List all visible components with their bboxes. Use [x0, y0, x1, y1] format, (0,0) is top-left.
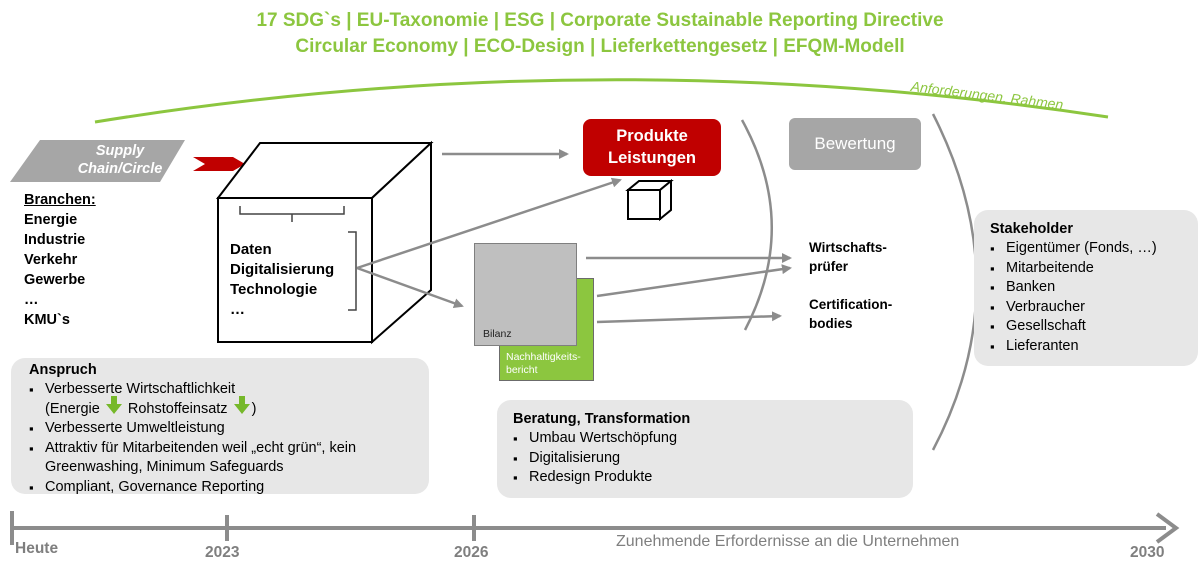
list-item: Verbraucher [990, 298, 1198, 318]
branchen-item: Industrie [24, 232, 86, 248]
curve-left [740, 119, 773, 331]
supply-chain-label-line-1: Supply [95, 143, 145, 159]
list-item: Compliant, Governance Reporting [29, 478, 429, 498]
stakeholder-list: Eigentümer (Fonds, …) Mitarbeitende Bank… [990, 239, 1198, 356]
timeline-arrowhead [1155, 512, 1180, 544]
down-arrow-icon [233, 395, 250, 414]
arrow-bracket-docs [356, 266, 464, 308]
branchen-item: Energie [24, 212, 78, 228]
cb-line-1: Certification- [809, 297, 893, 312]
supply-chain-label-line-2: Chain/Circle [77, 161, 163, 177]
header-line-2: Circular Economy | ECO-Design | Lieferke… [295, 36, 905, 57]
branchen-item: Gewerbe [24, 272, 86, 288]
requirements-arc [94, 78, 1109, 124]
list-item: Verbesserte Umweltleistung [29, 419, 429, 439]
anspruch-box: Anspruch Verbesserte Wirtschaftlichkeit … [11, 358, 429, 497]
cube-item: Technologie [230, 281, 318, 298]
stakeholder-title: Stakeholder [990, 221, 1073, 237]
wp-line-2: prüfer [809, 259, 849, 274]
branchen-title: Branchen: [24, 192, 96, 208]
anspruch-item-3-line-1: Attraktiv für Mitarbeitenden weil „echt … [45, 439, 357, 456]
stakeholder-box: Stakeholder Eigentümer (Fonds, …) Mitarb… [974, 210, 1198, 366]
anspruch-item-1-energie: (Energie [45, 400, 100, 417]
anspruch-item-1-rohstoff: Rohstoffeinsatz [127, 400, 228, 417]
beratung-title: Beratung, Transformation [513, 411, 691, 427]
beratung-list: Umbau Wertschöpfung Digitalisierung Rede… [513, 429, 913, 488]
list-item: Eigentümer (Fonds, …) [990, 239, 1198, 259]
cube-item: Daten [230, 241, 272, 258]
supply-chain-label: Supply Chain/Circle [55, 142, 185, 178]
supply-chain-shape [10, 140, 185, 182]
down-arrow-icon [105, 395, 122, 414]
cube-item: … [230, 301, 245, 318]
cb-line-2: bodies [809, 316, 853, 331]
branchen-item: Verkehr [24, 252, 78, 268]
cube-text: Daten Digitalisierung Technologie … [230, 240, 334, 320]
timeline-label-2026: 2026 [454, 544, 489, 561]
bericht-label: Nachhaltigkeits- bericht [506, 351, 581, 377]
wirtschaftspruefer-label: Wirtschafts- prüfer [809, 238, 887, 276]
cube-shape [215, 140, 434, 345]
cube-side-bracket [348, 231, 357, 311]
list-item: Mitarbeitende [990, 259, 1198, 279]
curve-right [931, 113, 978, 451]
branchen-item: … [24, 292, 39, 308]
beratung-box: Beratung, Transformation Umbau Wertschöp… [497, 400, 913, 498]
small-box-shape [625, 178, 674, 222]
anspruch-title: Anspruch [29, 362, 97, 378]
bilanz-label: Bilanz [483, 328, 512, 340]
list-item: Umbau Wertschöpfung [513, 429, 913, 449]
produkte-line-1: Produkte [616, 127, 688, 145]
list-item: Attraktiv für Mitarbeitenden weil „echt … [29, 439, 429, 478]
timeline-caption: Zunehmende Erfordernisse an die Unterneh… [616, 533, 960, 550]
arrow-doc-cb [596, 311, 782, 324]
list-item: Gesellschaft [990, 317, 1198, 337]
cube-top-bracket [239, 206, 345, 222]
anspruch-item-3-line-2: Greenwashing, Minimum Safeguards [45, 459, 284, 475]
produkte-box: Produkte Leistungen [583, 119, 721, 176]
anspruch-list: Verbesserte Wirtschaftlichkeit (Energie … [29, 380, 429, 497]
timeline-label-start: Heute [15, 540, 59, 557]
arrow-doc-wp2 [596, 264, 792, 298]
certification-bodies-label: Certification- bodies [809, 295, 892, 333]
list-item: Redesign Produkte [513, 468, 913, 488]
list-item: Lieferanten [990, 337, 1198, 357]
wp-line-1: Wirtschafts- [809, 240, 887, 255]
list-item: Digitalisierung [513, 449, 913, 469]
bericht-label-line-1: Nachhaltigkeits- [506, 351, 581, 363]
anspruch-item-1-close: ) [251, 400, 257, 417]
anspruch-item-1-line-1: Verbesserte Wirtschaftlichkeit [45, 381, 236, 397]
cube-item: Digitalisierung [230, 261, 335, 278]
bericht-label-line-2: bericht [506, 364, 538, 376]
timeline-label-2030: 2030 [1130, 544, 1165, 561]
arrow-bracket-box [356, 177, 622, 270]
list-item: Banken [990, 278, 1198, 298]
branchen-list: Branchen: Energie Industrie Verkehr Gewe… [24, 190, 96, 330]
branchen-item: KMU`s [24, 312, 70, 328]
header-line-1: 17 SDG`s | EU-Taxonomie | ESG | Corporat… [256, 10, 944, 31]
bilanz-sheet: Bilanz [474, 243, 577, 346]
timeline-label-2023: 2023 [205, 544, 240, 561]
list-item: Verbesserte Wirtschaftlichkeit (Energie … [29, 380, 429, 419]
chevron-1 [193, 157, 245, 171]
produkte-line-2: Leistungen [607, 149, 696, 167]
bewertung-box: Bewertung [789, 118, 921, 170]
